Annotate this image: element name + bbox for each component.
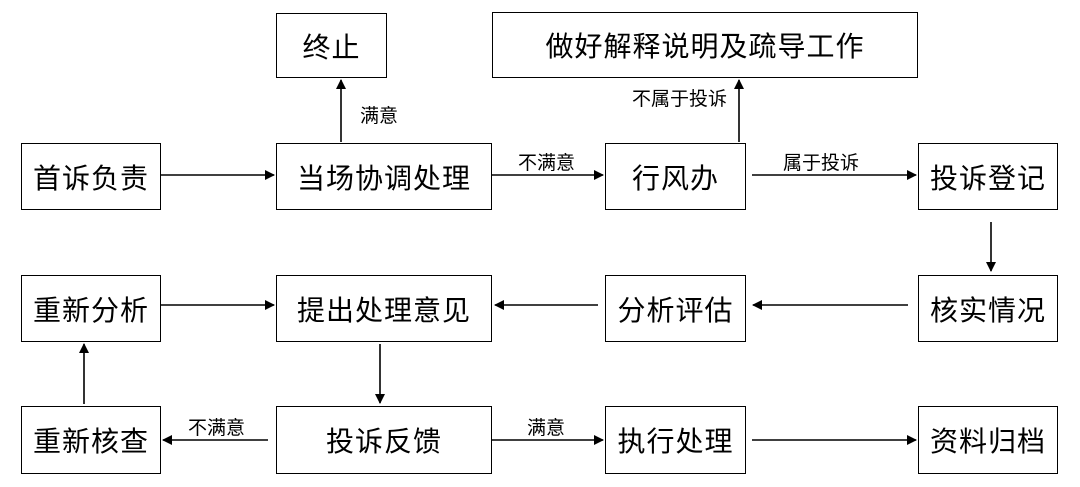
- node-archive: 资料归档: [918, 406, 1058, 474]
- node-terminate: 终止: [276, 13, 387, 78]
- node-feedback: 投诉反馈: [276, 406, 492, 474]
- edge-label-not-satisfied-bottom: 不满意: [188, 417, 246, 439]
- node-recheck: 重新核查: [21, 406, 161, 474]
- node-evaluate: 分析评估: [605, 275, 746, 342]
- node-explain: 做好解释说明及疏导工作: [492, 12, 918, 78]
- node-office: 行风办: [605, 143, 746, 210]
- edge-label-satisfied-bottom: 满意: [527, 417, 566, 439]
- node-verify: 核实情况: [918, 275, 1058, 342]
- edge-label-not-satisfied-mid: 不满意: [518, 152, 576, 174]
- node-reanalyze: 重新分析: [21, 275, 161, 342]
- node-onsite: 当场协调处理: [276, 143, 492, 210]
- node-first-responsible: 首诉负责: [21, 143, 161, 210]
- edge-label-not-complaint: 不属于投诉: [632, 88, 728, 110]
- edge-label-satisfied-up: 满意: [360, 105, 399, 127]
- edge-label-is-complaint: 属于投诉: [783, 152, 860, 174]
- node-execute: 执行处理: [605, 406, 746, 474]
- node-register: 投诉登记: [918, 143, 1058, 210]
- node-propose: 提出处理意见: [276, 275, 492, 342]
